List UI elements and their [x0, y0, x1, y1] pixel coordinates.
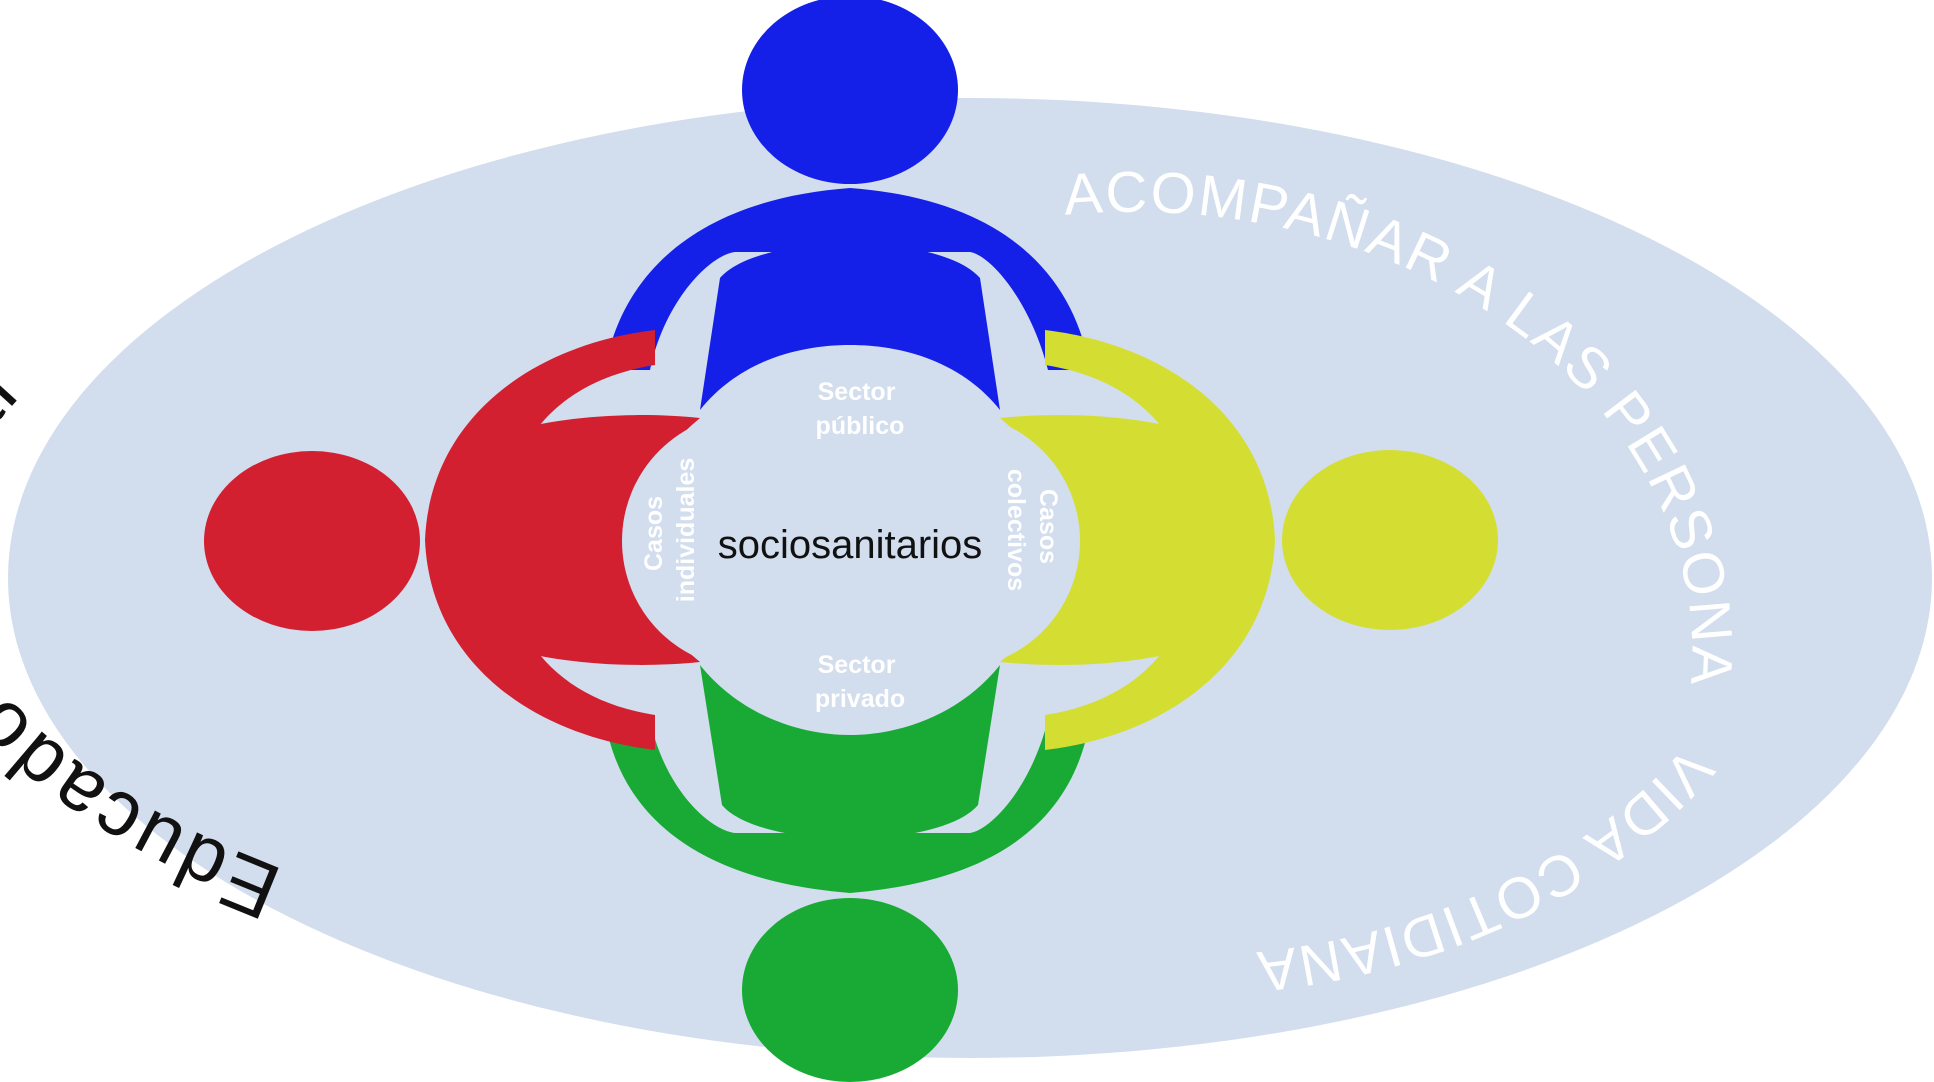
- person-top-head: [742, 0, 958, 184]
- person-top-arms: [605, 188, 1090, 370]
- person-top: [605, 0, 1090, 410]
- person-bottom-arms: [605, 720, 1090, 893]
- center-core: [730, 440, 970, 640]
- person-top-torso: [700, 243, 1000, 410]
- label-casos-colectivos: Casos colectivos: [1002, 469, 1062, 591]
- person-right-head: [1282, 450, 1498, 630]
- person-bottom-head: [742, 898, 958, 1082]
- person-bottom: [605, 665, 1090, 1082]
- label-casos-individuales: Casos individuales: [640, 458, 700, 602]
- person-bottom-torso: [700, 665, 1000, 839]
- person-left-arms: [425, 330, 655, 750]
- center-table: [622, 348, 1080, 734]
- person-left-head: [204, 451, 420, 631]
- label-sector-publico: Sector público: [816, 378, 905, 440]
- center-label: sociosanitarios: [718, 523, 983, 567]
- person-right-arms: [1045, 330, 1275, 750]
- label-sector-privado: Sector privado: [815, 651, 905, 713]
